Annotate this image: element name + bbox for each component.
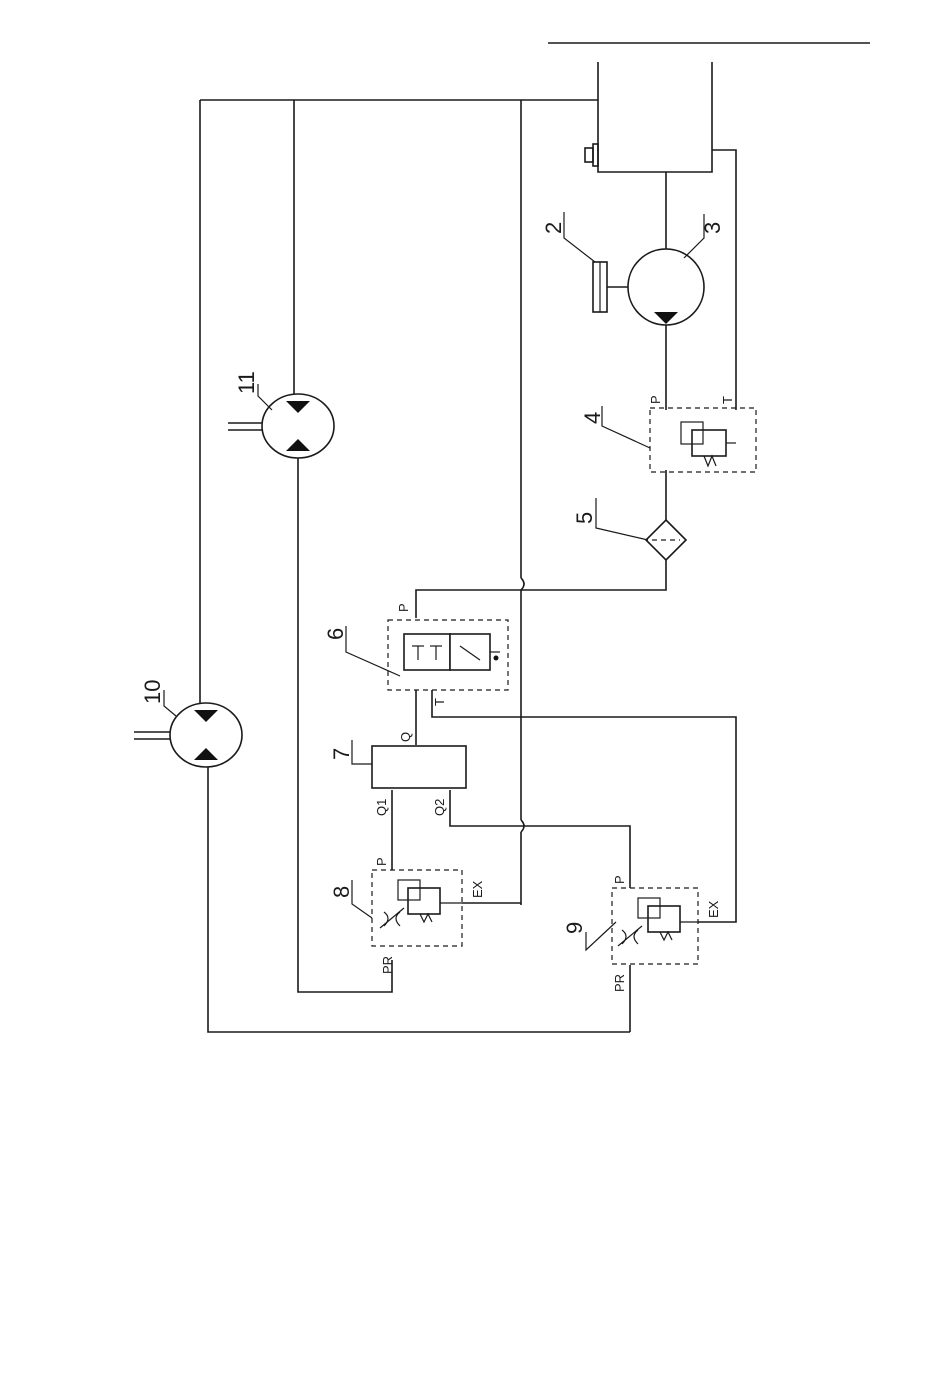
label-10: 10	[140, 680, 165, 704]
label-9: 9	[562, 922, 587, 934]
label-3: 3	[700, 222, 725, 234]
electric-motor-2	[593, 262, 607, 312]
port-7-q: Q	[398, 732, 413, 742]
label-8: 8	[329, 886, 354, 898]
port-7-q2: Q2	[432, 799, 447, 816]
port-8-ex: EX	[470, 880, 485, 898]
port-8-p: P	[374, 857, 389, 866]
filter-5	[646, 520, 686, 560]
pipe-network	[200, 100, 736, 1032]
pressure-valve-8	[372, 870, 462, 946]
pump-3	[604, 249, 704, 325]
port-6-p: P	[396, 603, 411, 612]
label-6: 6	[323, 628, 348, 640]
hydraulic-motor-10	[134, 703, 242, 767]
directional-valve-6	[388, 620, 508, 690]
port-8-pr: PR	[380, 956, 395, 974]
pressure-valve-9	[612, 888, 698, 964]
port-9-ex: EX	[706, 900, 721, 918]
label-5: 5	[572, 512, 597, 524]
port-4-p: P	[648, 395, 663, 404]
port-9-p: P	[612, 875, 627, 884]
port-4-t: T	[720, 396, 735, 404]
label-2: 2	[541, 222, 566, 234]
port-7-q1: Q1	[374, 799, 389, 816]
leader-lines	[164, 212, 704, 950]
relief-valve-4	[650, 408, 756, 472]
label-11: 11	[234, 371, 259, 394]
callout-labels: 2 3 4 5 6 7 8 9 10 11 P T P T Q Q1 Q2 P …	[140, 222, 735, 992]
hydraulic-motor-11	[228, 394, 334, 458]
port-9-pr: PR	[612, 974, 627, 992]
label-4: 4	[580, 412, 605, 424]
label-7: 7	[329, 748, 354, 760]
flow-divider-7	[372, 746, 466, 788]
port-6-t: T	[432, 698, 447, 706]
reservoir-tank	[585, 62, 712, 172]
